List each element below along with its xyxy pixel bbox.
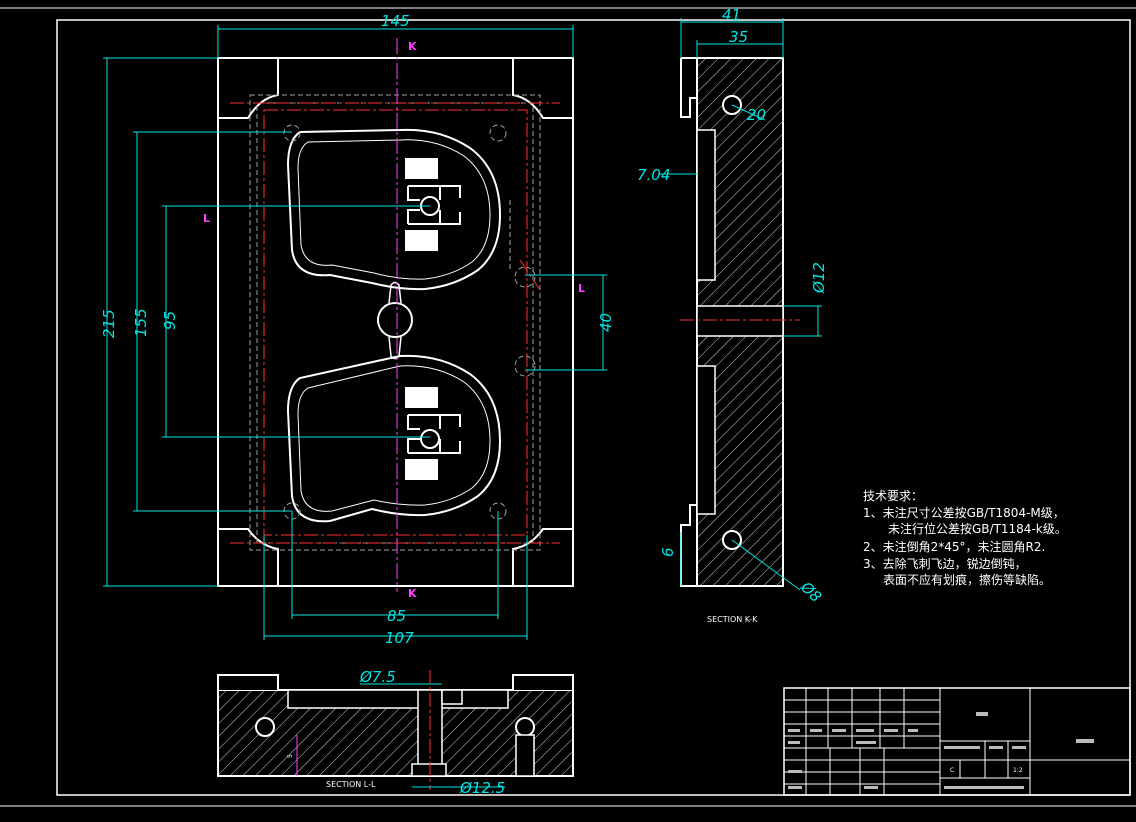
title-block-fills bbox=[788, 712, 1094, 789]
cavity-top-inner bbox=[297, 139, 491, 280]
hidden-lines bbox=[249, 94, 541, 551]
dim-dia-8: Ø8 bbox=[796, 577, 825, 606]
notes-line-3: 3、去除飞刺飞边，锐边倒钝， bbox=[863, 556, 1027, 571]
corner-pocket-br bbox=[512, 528, 573, 587]
notes-line-1b: 未注行位公差按GB/T1184-k级。 bbox=[888, 521, 1067, 536]
dim-35: 35 bbox=[729, 28, 748, 46]
cavity-bottom-inner bbox=[297, 365, 491, 512]
dim-dia-7-5: Ø7.5 bbox=[359, 668, 396, 686]
section-kk bbox=[680, 57, 800, 587]
corner-pocket-tl bbox=[218, 57, 279, 119]
cavity-top bbox=[286, 128, 502, 291]
notes-line-1: 1、未注尺寸公差按GB/T1804-M级， bbox=[863, 505, 1065, 520]
dim-5: 5 bbox=[287, 754, 294, 758]
section-ll bbox=[217, 670, 574, 790]
section-mark-k-bottom: K bbox=[408, 587, 417, 600]
dim-85: 85 bbox=[387, 607, 406, 625]
plan-outline bbox=[217, 57, 574, 587]
title-block-sheet: C bbox=[950, 767, 954, 774]
sprue-hole bbox=[377, 302, 413, 338]
dim-41: 41 bbox=[722, 6, 741, 24]
center-lines bbox=[230, 102, 560, 544]
title-block bbox=[783, 687, 1131, 796]
section-mark-l-right: L bbox=[578, 282, 585, 295]
dim-20: 20 bbox=[747, 106, 766, 124]
gate-runners bbox=[407, 185, 461, 454]
dim-40: 40 bbox=[597, 313, 615, 332]
notes-line-3b: 表面不应有划痕，擦伤等缺陷。 bbox=[883, 572, 1051, 587]
dim-107: 107 bbox=[385, 629, 414, 647]
title-block-scale: 1:2 bbox=[1013, 767, 1023, 774]
section-ll-dims bbox=[296, 683, 505, 788]
dim-dia-12: Ø12 bbox=[810, 262, 828, 294]
section-kk-label: SECTION K-K bbox=[707, 615, 758, 624]
dim-7-04: 7.04 bbox=[637, 166, 670, 184]
section-kk-dims bbox=[660, 18, 822, 591]
dim-155: 155 bbox=[132, 308, 150, 337]
cavity-bottom bbox=[286, 354, 502, 523]
technical-notes: 技术要求： 1、未注尺寸公差按GB/T1804-M级， 未注行位公差按GB/T1… bbox=[863, 489, 1067, 587]
notes-title: 技术要求： bbox=[863, 489, 923, 503]
gate-blocks bbox=[405, 158, 438, 480]
notes-line-2: 2、未注倒角2*45°，未注圆角R2. bbox=[863, 539, 1045, 554]
plan-dim-lines bbox=[103, 25, 607, 640]
dim-height-215: 215 bbox=[100, 309, 118, 338]
dim-95: 95 bbox=[161, 311, 179, 330]
corner-pocket-bl bbox=[218, 528, 279, 587]
section-mark-k-top: K bbox=[408, 40, 417, 53]
dim-6: 6 bbox=[659, 547, 677, 557]
dim-dia-12-5: Ø12.5 bbox=[459, 779, 505, 797]
corner-pocket-tr bbox=[512, 57, 573, 119]
section-ll-label: SECTION L-L bbox=[326, 780, 376, 789]
plan-view bbox=[217, 57, 574, 587]
runner-slot bbox=[388, 281, 402, 360]
dim-width-145: 145 bbox=[381, 12, 410, 30]
drawing-frame bbox=[56, 19, 1131, 796]
section-mark-l-left: L bbox=[203, 212, 210, 225]
